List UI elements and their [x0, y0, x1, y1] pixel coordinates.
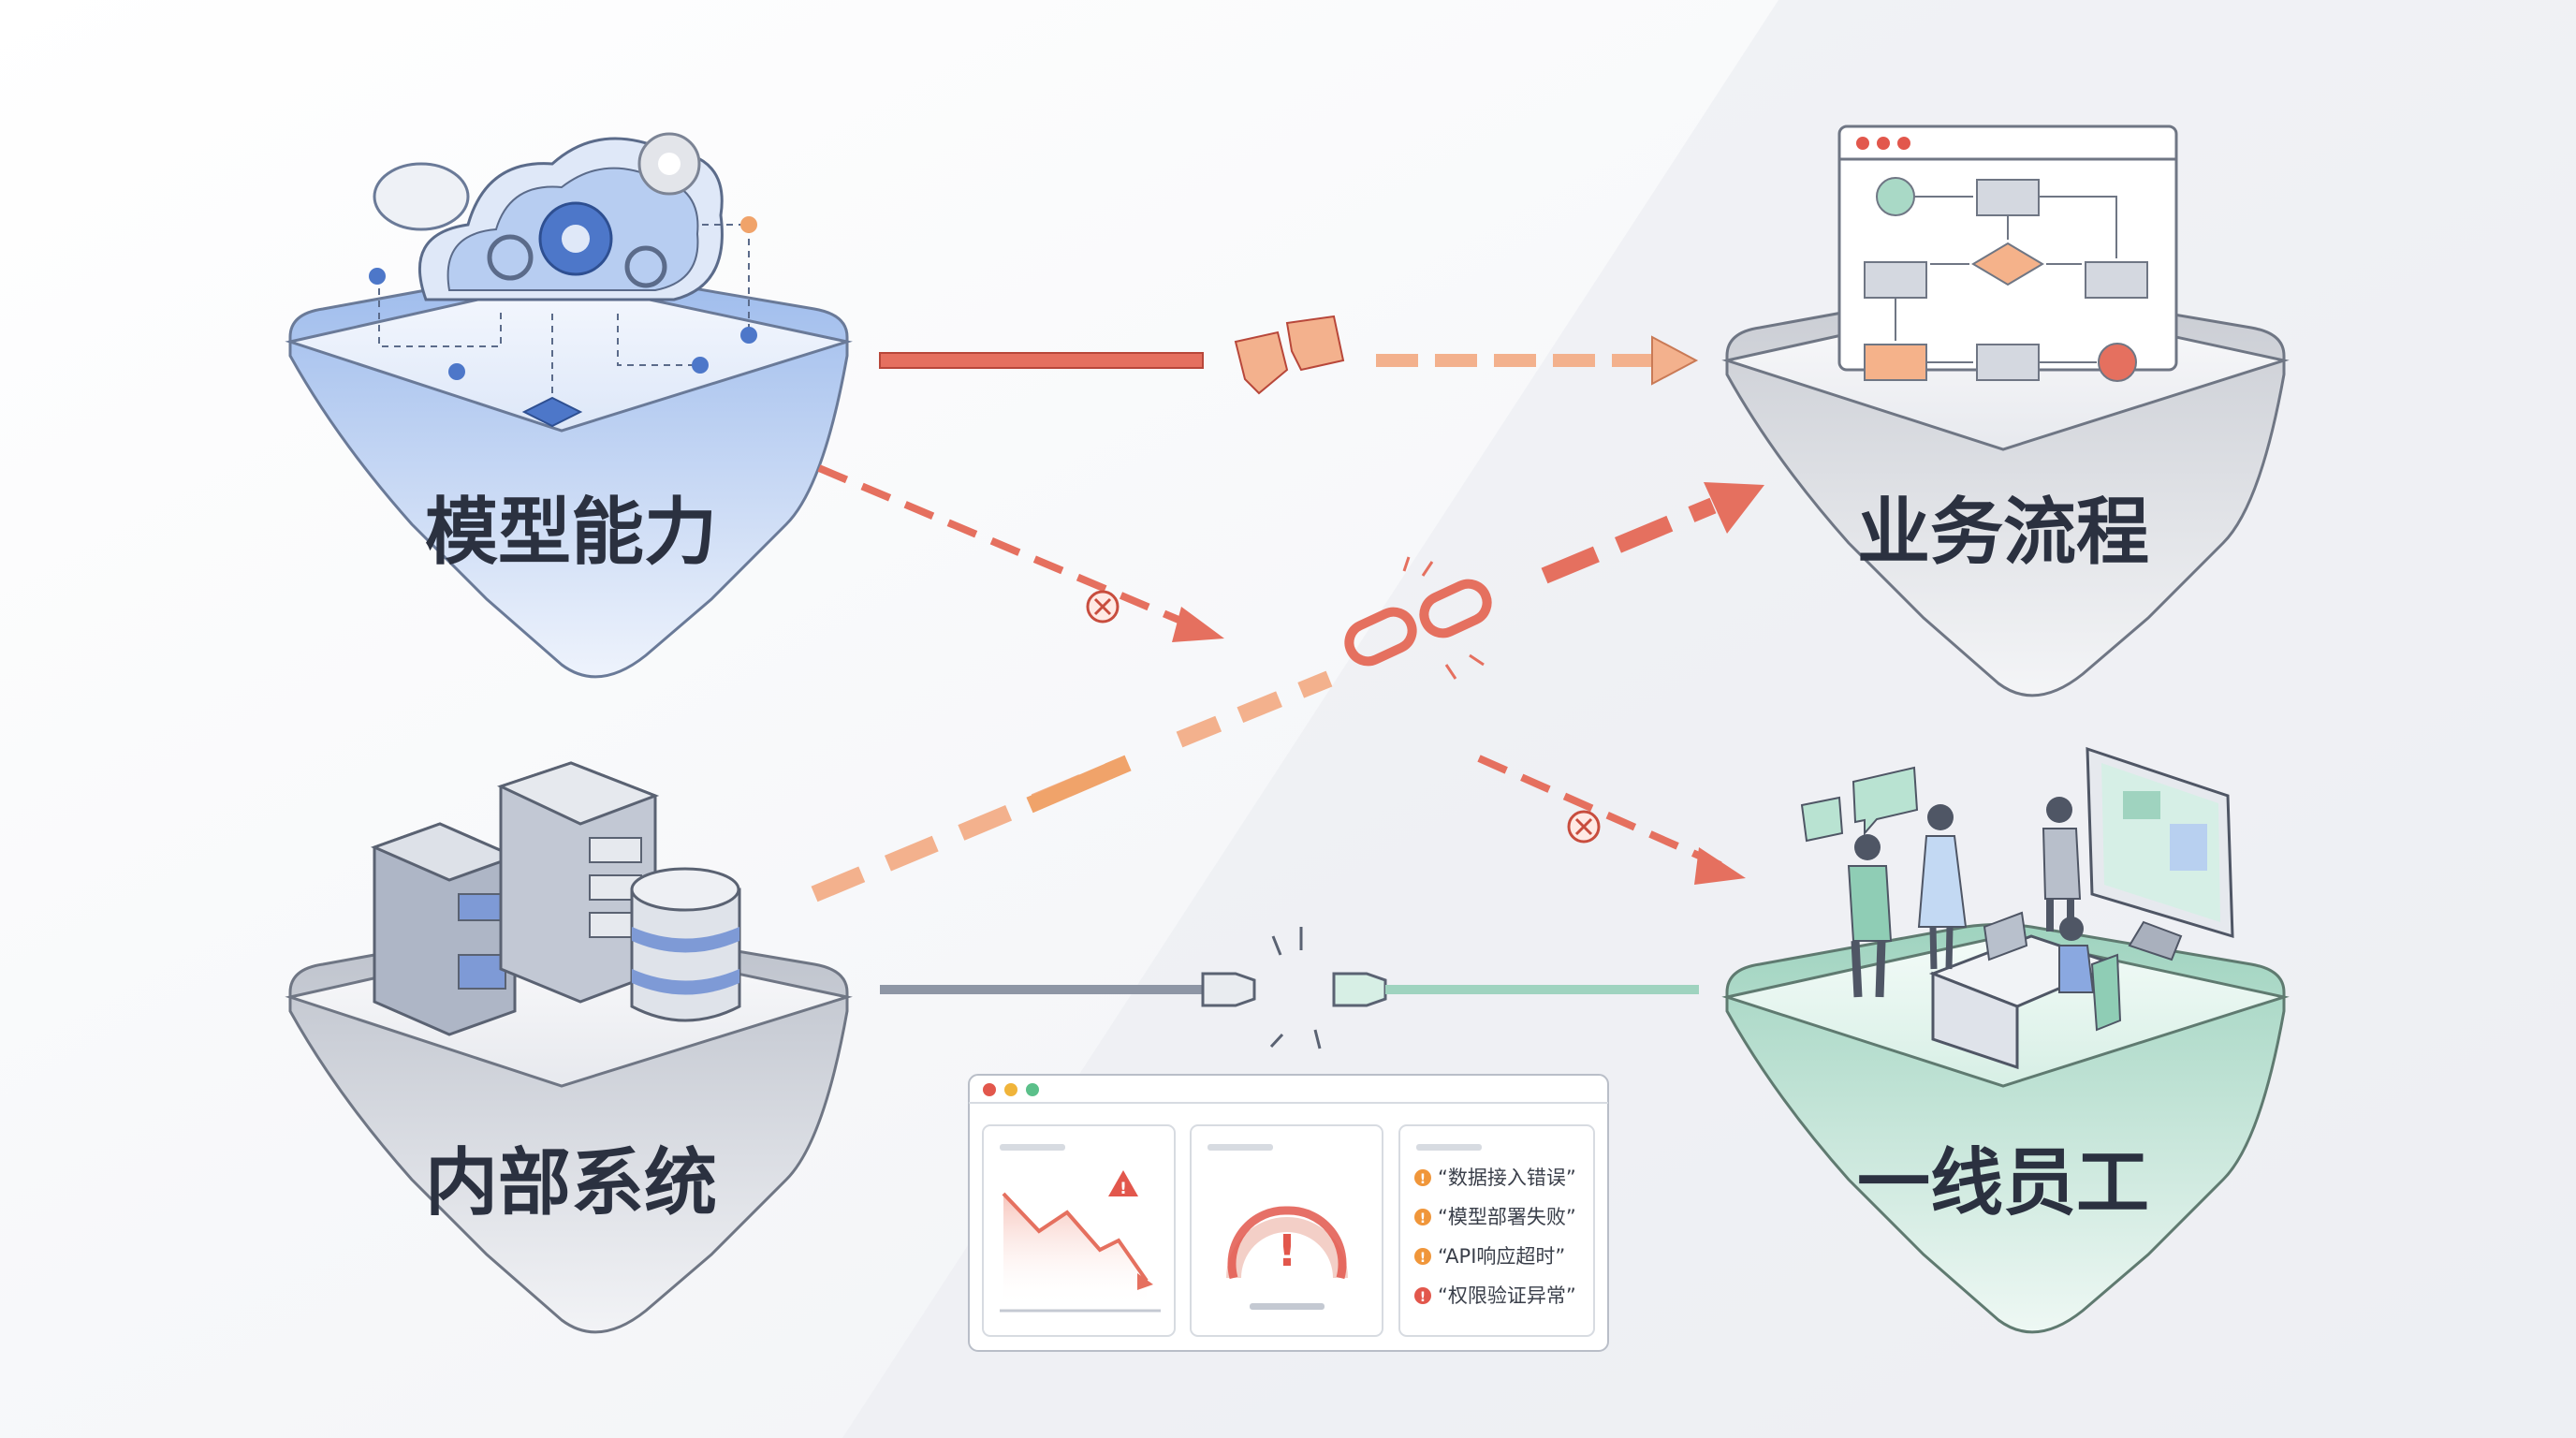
window-maximize-dot[interactable]: [1026, 1083, 1039, 1096]
team-at-work-icon: [1800, 746, 2234, 1070]
island-process-label: 业务流程: [1857, 491, 2149, 575]
declining-line: [1002, 1192, 1149, 1283]
connector-internal-to-staff: [880, 927, 1699, 1049]
window-close-dot[interactable]: [983, 1083, 996, 1096]
flowchart-window-icon: [1837, 125, 2178, 382]
arrowhead: [1651, 335, 1699, 386]
warning-dot-icon: [1414, 1248, 1431, 1265]
island-model-top: [285, 279, 853, 433]
warning-dot-icon: [1414, 1169, 1431, 1186]
declining-chart-panel: !: [982, 1124, 1176, 1337]
alert-item: ! “数据接入错误”: [1414, 1167, 1576, 1189]
alert-text: “API响应超时”: [1438, 1245, 1565, 1268]
unplugged-plug-left: [1201, 972, 1256, 1007]
svg-text:!: !: [1420, 1211, 1426, 1226]
svg-text:!: !: [1120, 1180, 1127, 1198]
alerts-list: ! “数据接入错误”! “模型部署失败”! “API响应超时”! “权限验证异常”: [1414, 1167, 1576, 1307]
servers-database-icon: [370, 761, 741, 1036]
connector-model-to-process: [879, 315, 1699, 395]
alert-item: ! “模型部署失败”: [1414, 1206, 1576, 1228]
alert-text: “权限验证异常”: [1438, 1284, 1576, 1307]
broken-block-icon: [1234, 330, 1289, 395]
connector-model-to-center: [817, 464, 1224, 642]
warning-triangle-icon: [1108, 1170, 1138, 1196]
gauge-fill: [1227, 1206, 1347, 1280]
island-staff-label: 一线员工: [1857, 1141, 2149, 1225]
alerts-panel: ! “数据接入错误”! “模型部署失败”! “API响应超时”! “权限验证异常”: [1398, 1124, 1595, 1337]
connector-internal-to-process: [811, 482, 1764, 902]
broken-chain-icon: [1344, 556, 1492, 680]
gauge-alert-icon: !: [1278, 1225, 1297, 1276]
island-internal-systems: 内部系统: [285, 761, 853, 1334]
alert-item: ! “权限验证异常”: [1414, 1284, 1576, 1307]
svg-text:!: !: [1420, 1251, 1426, 1266]
alert-text: “数据接入错误”: [1438, 1167, 1576, 1189]
alert-text: “模型部署失败”: [1438, 1206, 1576, 1228]
island-business-process: 业务流程: [1721, 125, 2290, 697]
island-internal-label: 内部系统: [425, 1141, 717, 1225]
broken-block-icon-2: [1285, 315, 1345, 372]
svg-text:!: !: [1420, 1290, 1426, 1305]
gauge-panel: !: [1190, 1124, 1383, 1337]
solid-bar-segment: [879, 352, 1204, 369]
window-minimize-dot[interactable]: [1004, 1083, 1017, 1096]
gauge-track: [1226, 1217, 1348, 1279]
svg-text:!: !: [1420, 1172, 1426, 1187]
island-model-label: 模型能力: [425, 491, 717, 575]
cloud-gears-icon: [369, 132, 757, 428]
connector-center-to-staff: [1477, 755, 1746, 885]
island-model-capability: 模型能力: [285, 132, 853, 679]
island-frontline-staff: 一线员工: [1721, 746, 2290, 1334]
warning-dot-icon: [1414, 1209, 1431, 1225]
error-dot-icon: [1414, 1287, 1431, 1304]
unplugged-plug-right: [1332, 972, 1387, 1007]
monitoring-dashboard: ! ! ! “数据接入错误”! “模型部署失败”! “API响应超时”! “权限验证异常…: [968, 1074, 1609, 1352]
alert-item: ! “API响应超时”: [1414, 1245, 1565, 1268]
